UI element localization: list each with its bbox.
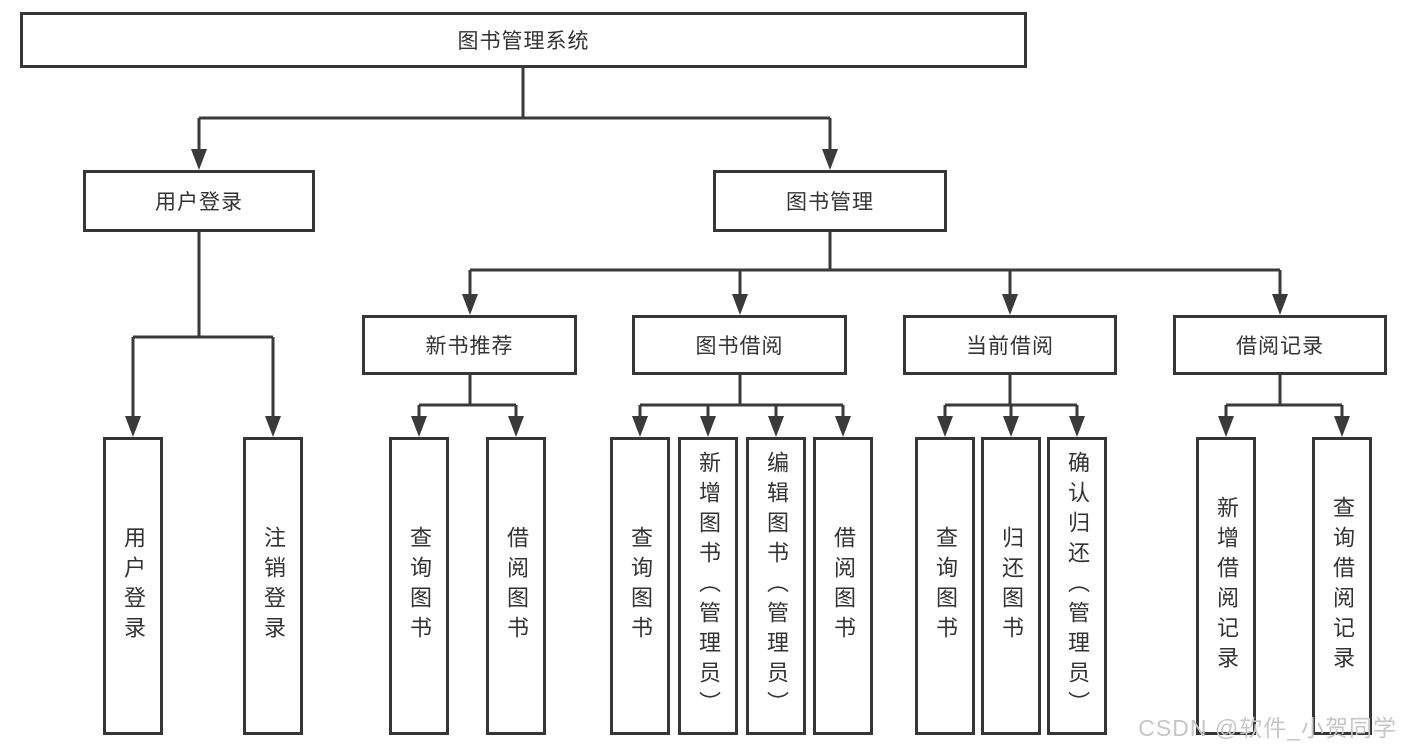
- node-user-login: 用户登录: [83, 170, 315, 232]
- node-borrow-records: 借阅记录: [1173, 315, 1387, 375]
- leaf-logout: 注销登录: [243, 437, 303, 735]
- node-book-borrow: 图书借阅: [632, 315, 847, 375]
- leaf-cb-confirm-return-admin: 确认归还（管理员）: [1047, 437, 1107, 735]
- leaf-br-add-record: 新增借阅记录: [1196, 437, 1256, 735]
- csdn-watermark: CSDN @软件_小贺同学: [1138, 715, 1397, 741]
- leaf-bb-add-books-admin: 新增图书（管理员）: [678, 437, 738, 735]
- node-book-management: 图书管理: [713, 170, 947, 232]
- node-library-management-system: 图书管理系统: [20, 12, 1027, 68]
- leaf-nbr-query-books: 查询图书: [389, 437, 449, 735]
- leaf-user-login: 用户登录: [103, 437, 163, 735]
- leaf-bb-borrow-books: 借阅图书: [813, 437, 873, 735]
- leaf-cb-return-books: 归还图书: [981, 437, 1041, 735]
- leaf-br-query-record: 查询借阅记录: [1312, 437, 1372, 735]
- leaf-bb-query-books: 查询图书: [610, 437, 670, 735]
- node-new-book-recommend: 新书推荐: [362, 315, 577, 375]
- leaf-cb-query-books: 查询图书: [915, 437, 975, 735]
- leaf-nbr-borrow-books: 借阅图书: [486, 437, 546, 735]
- node-current-borrow: 当前借阅: [903, 315, 1117, 375]
- arrowheads: [125, 149, 1350, 437]
- leaf-bb-edit-books-admin: 编辑图书（管理员）: [746, 437, 806, 735]
